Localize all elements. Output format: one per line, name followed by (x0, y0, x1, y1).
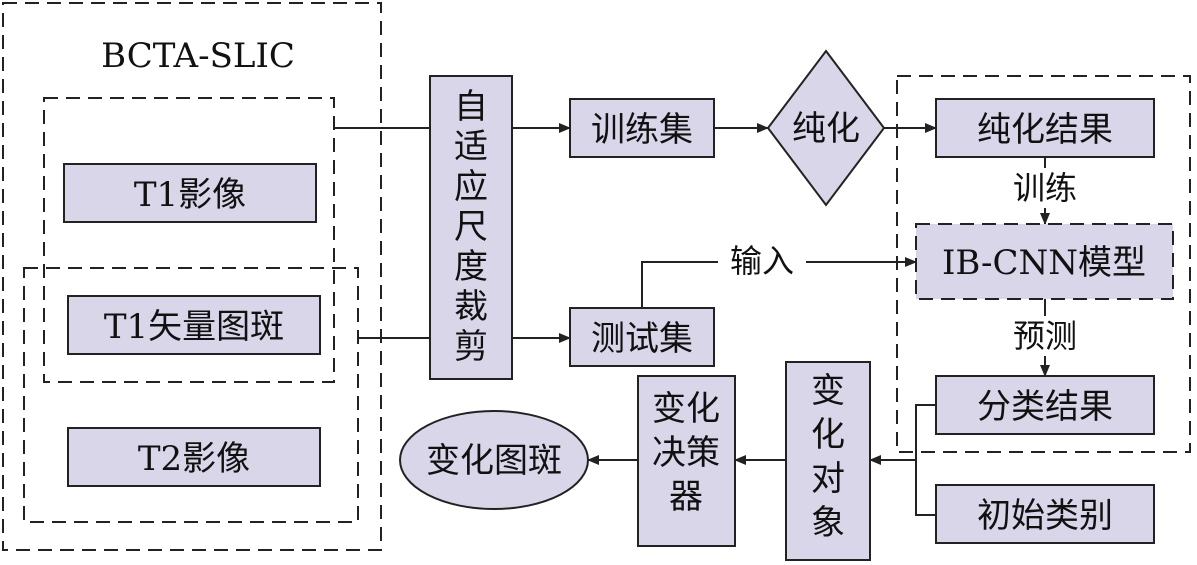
result-bracket (915, 404, 936, 516)
test-set-label: 测试集 (591, 319, 693, 359)
training-set-box (569, 98, 715, 158)
t1-vector-box (67, 295, 321, 355)
adaptive-crop-box (429, 75, 513, 380)
change-decider-label: 变化决策器 (652, 389, 720, 517)
predict-edge-label: 预测 (1013, 317, 1077, 355)
purify-diamond (766, 49, 886, 207)
purify-result-box (935, 98, 1155, 158)
change-patch-ellipse (399, 410, 589, 510)
t1-image-box (63, 163, 317, 223)
initial-category-box (935, 484, 1155, 544)
training-set-label: 训练集 (591, 110, 693, 150)
ib-cnn-model-label: IB-CNN模型 (942, 243, 1146, 283)
input-edge-label: 输入 (730, 242, 794, 280)
t1-vector-t2-frame (23, 267, 359, 523)
change-patch-label: 变化图斑 (426, 441, 562, 481)
bcta-slic-frame (2, 2, 382, 551)
bcta-slic-label: BCTA-SLIC (101, 36, 295, 76)
t1-image-label: T1影像 (134, 175, 246, 215)
change-decider-box (637, 375, 736, 547)
ib-cnn-frame (896, 75, 1191, 453)
classification-result-box (935, 375, 1155, 435)
t1-vector-label: T1矢量图斑 (104, 307, 284, 347)
train-label-bg (1000, 168, 1090, 208)
purify-result-label: 纯化结果 (977, 110, 1113, 150)
change-object-label: 变化对象 (811, 371, 845, 543)
initial-category-label: 初始类别 (977, 496, 1113, 536)
input-label-bg (718, 242, 806, 282)
predict-label-bg (1000, 316, 1090, 356)
t1-frame (43, 97, 335, 383)
t2-image-label: T2影像 (138, 439, 250, 479)
test-to-model-arrow (641, 257, 917, 308)
test-set-box (569, 307, 715, 367)
ib-cnn-model-box (915, 223, 1174, 300)
purify-label: 纯化 (792, 109, 860, 149)
classification-result-label: 分类结果 (977, 387, 1113, 427)
adaptive-crop-label: 自适应尺度裁剪 (454, 87, 488, 367)
t2-image-box (67, 427, 321, 487)
change-object-box (785, 361, 871, 561)
train-edge-label: 训练 (1013, 169, 1077, 207)
